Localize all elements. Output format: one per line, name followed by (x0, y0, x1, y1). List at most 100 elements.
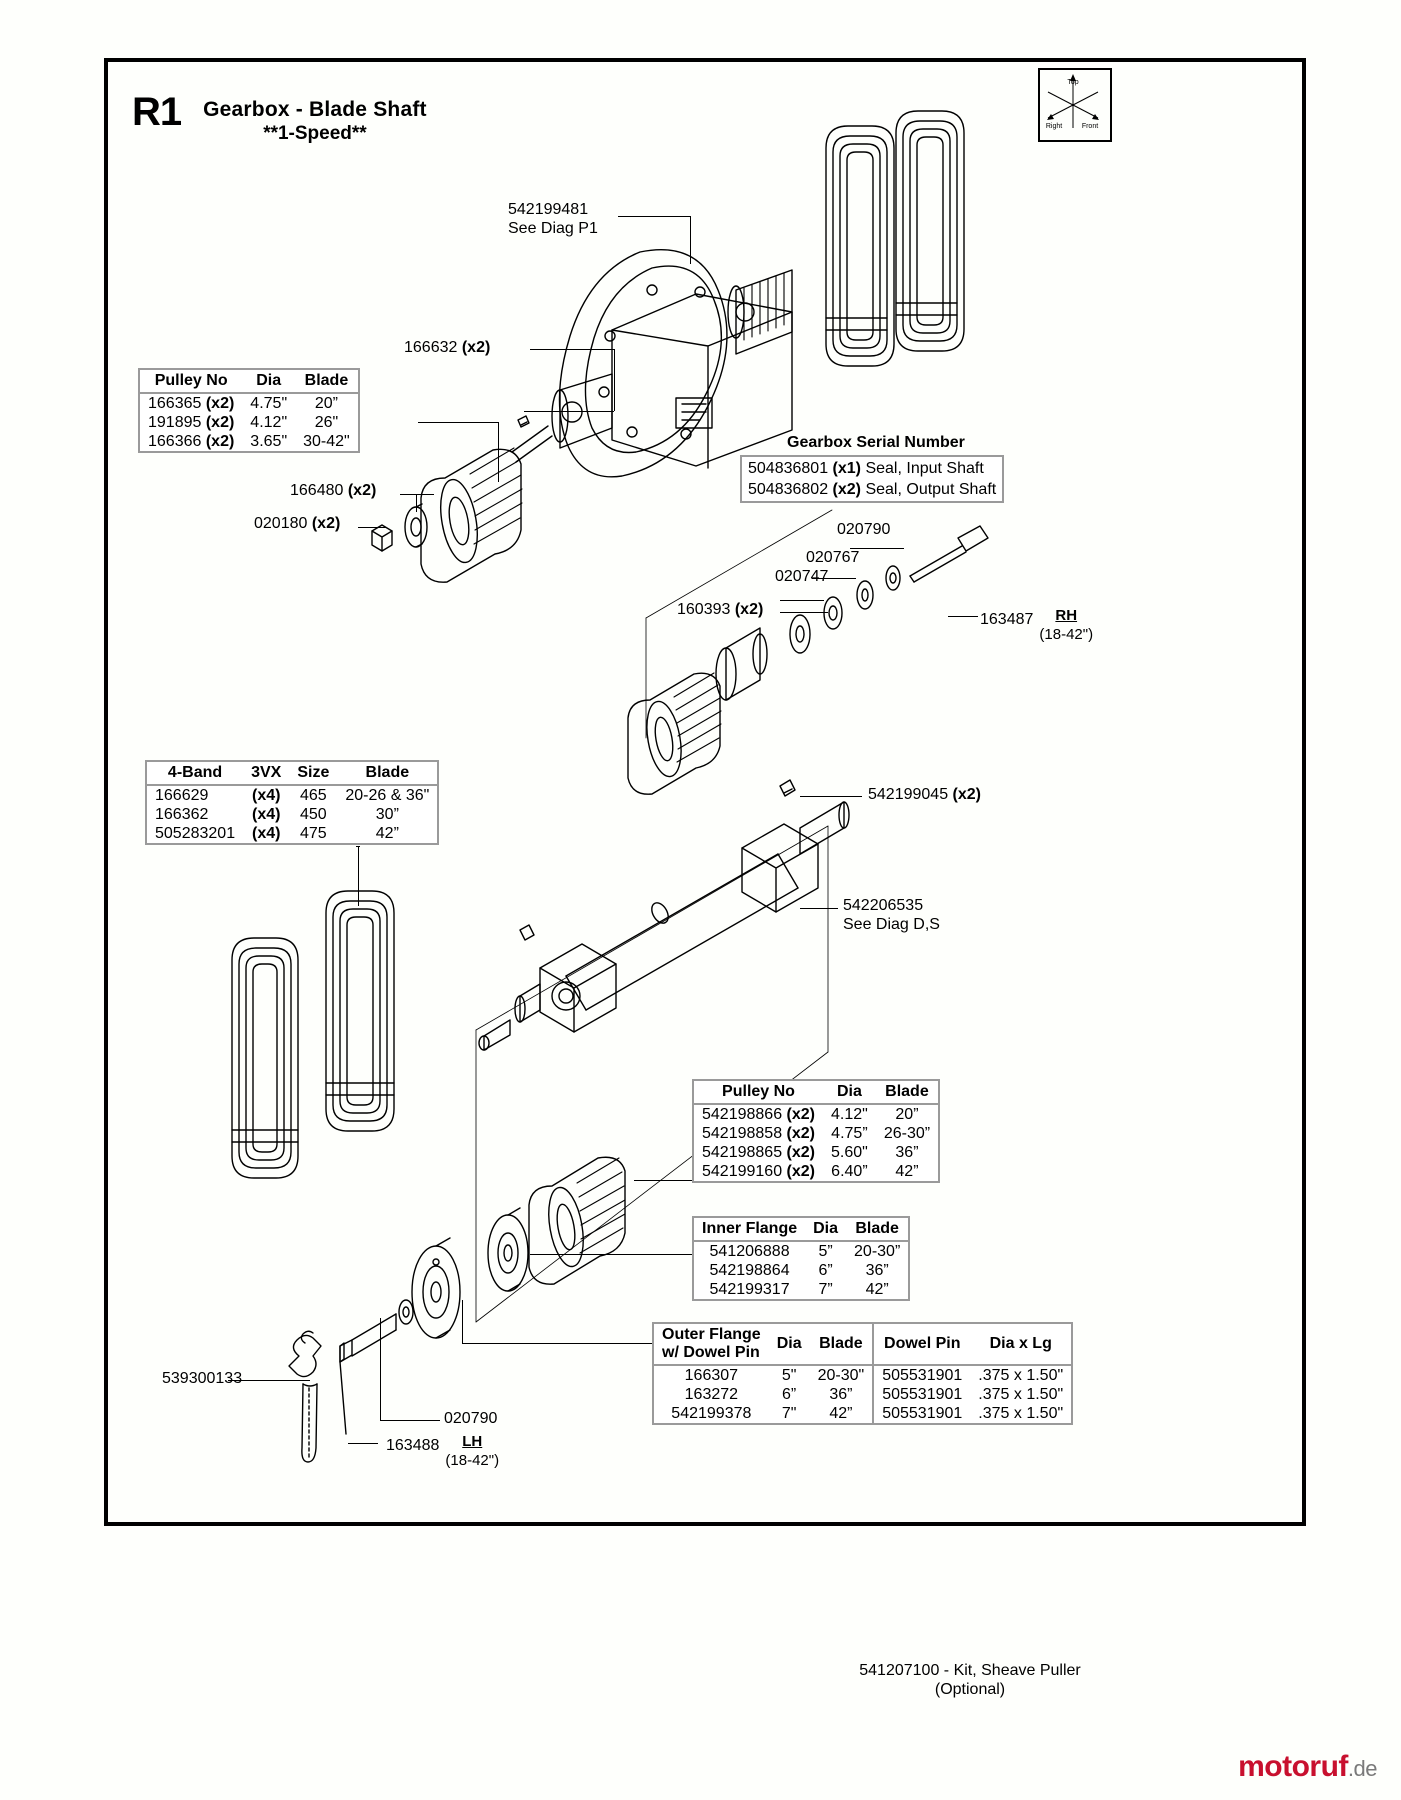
leader-539300133 (228, 1380, 310, 1381)
seal-row: 504836802 (x2) Seal, Output Shaft (748, 481, 997, 498)
cell-blade: 20” (314, 395, 338, 412)
cell-dia: 5" (781, 1367, 797, 1384)
hand-rh: RH (1055, 607, 1078, 624)
kit-optional: (Optional) (934, 1681, 1006, 1698)
leader-166480-v (416, 494, 417, 512)
leader-166632-v (614, 349, 615, 411)
cell-blade: 36” (809, 1385, 875, 1404)
seal-row: 504836801 (x1) Seal, Input Shaft (748, 460, 984, 477)
diagram-frame (104, 58, 1306, 1526)
callout-020790-top: 020790 (837, 521, 891, 538)
col-dowel-pin: Dowel Pin (873, 1323, 971, 1366)
table-header-row: Inner Flange Dia Blade (693, 1217, 910, 1242)
table-header-row: 4-Band 3VX Size Blade (146, 761, 439, 786)
cell-size: 465 (300, 787, 327, 804)
leader-160393 (780, 612, 828, 613)
cell-part: 191895 (x2) (148, 414, 235, 431)
callout-542206535: 542206535 See Diag D,S (843, 897, 940, 933)
leader-542199481-v (690, 216, 691, 264)
cell-qty: (x4) (251, 825, 281, 842)
callout-020767: 020767 (806, 549, 860, 566)
table-header-row: Outer Flange w/ Dowel Pin Dia Blade Dowe… (653, 1323, 1073, 1366)
leader-outer-flange-line (462, 1343, 654, 1344)
cell-part: 542198858 (x2) (702, 1125, 815, 1142)
callout-020790-bottom: 020790 (444, 1410, 498, 1427)
leader-020767 (812, 578, 856, 579)
table-row: 166307 5" 20-30" 505531901 .375 x 1.50" (653, 1365, 1072, 1385)
cell-dia: 4.12" (250, 414, 288, 431)
col-dia: Dia (823, 1080, 876, 1105)
leader-542199481 (618, 216, 690, 217)
leader-542199045 (800, 796, 862, 797)
cell-part: 541206888 (709, 1243, 790, 1260)
col-blade: Blade (295, 369, 359, 394)
col-pulley-no: Pulley No (693, 1080, 823, 1105)
cell-dowel: 505531901 (882, 1386, 963, 1403)
table-row: 191895 (x2) 4.12" 26" (139, 413, 359, 432)
kit-label: Kit, Sheave Puller (953, 1662, 1081, 1679)
watermark-name: motoruf (1238, 1750, 1348, 1783)
callout-020747: 020747 (775, 568, 829, 585)
cell-blade: 36” (865, 1262, 889, 1279)
leader-outer-flange-v (462, 1300, 463, 1343)
cell-dowel: 505531901 (882, 1367, 963, 1384)
col-inner-flange: Inner Flange (693, 1217, 806, 1242)
table-row: 542198865 (x2) 5.60" 36” (693, 1143, 939, 1162)
cell-blade: 30-42" (303, 433, 350, 450)
cell-dia: 7” (818, 1281, 833, 1298)
table-header-row: Pulley No Dia Blade (693, 1080, 940, 1105)
svg-text:Top: Top (1067, 79, 1078, 86)
cell-blade: 20-26 & 36" (345, 787, 430, 804)
leader-pulley-table (418, 422, 498, 423)
cell-dowel-dia: .375 x 1.50" (978, 1367, 1064, 1384)
svg-text:Right: Right (1046, 123, 1062, 130)
cell-dia: 4.75" (250, 395, 288, 412)
table-header-row: Pulley No Dia Blade (139, 369, 359, 394)
table-row: 542199160 (x2) 6.40” 42” (693, 1162, 939, 1182)
cell-blade: 20” (895, 1106, 919, 1123)
callout-160393: 160393 (x2) (677, 601, 764, 618)
seal-list-box: 504836801 (x1) Seal, Input Shaft 5048368… (740, 455, 1005, 503)
page-subtitle: **1-Speed** (263, 123, 367, 144)
table-row: 505283201 (x4) 475 42” (146, 824, 438, 844)
cell-part: 542198866 (x2) (702, 1106, 815, 1123)
col-dia: Dia (768, 1323, 810, 1366)
table-pulley-bottom: Pulley No Dia Blade 542198866 (x2) 4.12"… (692, 1079, 941, 1183)
col-blade: Blade (337, 761, 439, 786)
leader-166480 (400, 494, 434, 495)
cell-part: 163272 (684, 1386, 739, 1403)
cell-blade: 26-30” (883, 1125, 931, 1142)
leader-542206535 (800, 908, 838, 909)
col-3vx: 3VX (243, 761, 290, 786)
callout-020180: 020180 (x2) (254, 515, 341, 532)
table-row: 542198858 (x2) 4.75” 26-30” (693, 1124, 939, 1143)
leader-020790-bottom (380, 1420, 440, 1421)
cell-dia: 3.65" (250, 433, 288, 450)
table-row: 166365 (x2) 4.75" 20” (139, 393, 359, 413)
watermark-tld: .de (1347, 1756, 1378, 1781)
title-block: R1 Gearbox - Blade Shaft **1-Speed** (132, 92, 427, 146)
compass-icon: Top Right Front (1046, 74, 1099, 130)
table-row: 542198864 6” 36” (693, 1261, 909, 1280)
cell-dia: 6” (782, 1386, 797, 1403)
cell-part: 505283201 (155, 825, 236, 842)
kit-sheave-puller-note: 541207100 - Kit, Sheave Puller (Optional… (845, 1661, 1095, 1699)
cell-part: 542198865 (x2) (702, 1144, 815, 1161)
col-blade: Blade (875, 1080, 940, 1105)
leader-020790-bottom-v (380, 1318, 381, 1420)
leader-inner-flange-line (530, 1254, 692, 1255)
cell-blade: 30” (375, 806, 399, 823)
cell-dia: 5” (818, 1243, 833, 1260)
watermark: motoruf.de (1238, 1750, 1377, 1784)
col-dia: Dia (805, 1217, 847, 1242)
cell-part: 166629 (155, 787, 209, 804)
callout-542199045: 542199045 (x2) (868, 786, 981, 803)
table-row: 163272 6” 36” 505531901 .375 x 1.50" (653, 1385, 1072, 1404)
callout-166632: 166632 (x2) (404, 339, 491, 356)
cell-blade: 36” (895, 1144, 919, 1161)
cell-part: 166362 (155, 806, 209, 823)
cell-qty: (x4) (251, 787, 281, 804)
table-pulley-top: Pulley No Dia Blade 166365 (x2) 4.75" 20… (138, 368, 360, 453)
cell-size: 450 (300, 806, 327, 823)
range-rh: (18-42") (1039, 626, 1094, 643)
